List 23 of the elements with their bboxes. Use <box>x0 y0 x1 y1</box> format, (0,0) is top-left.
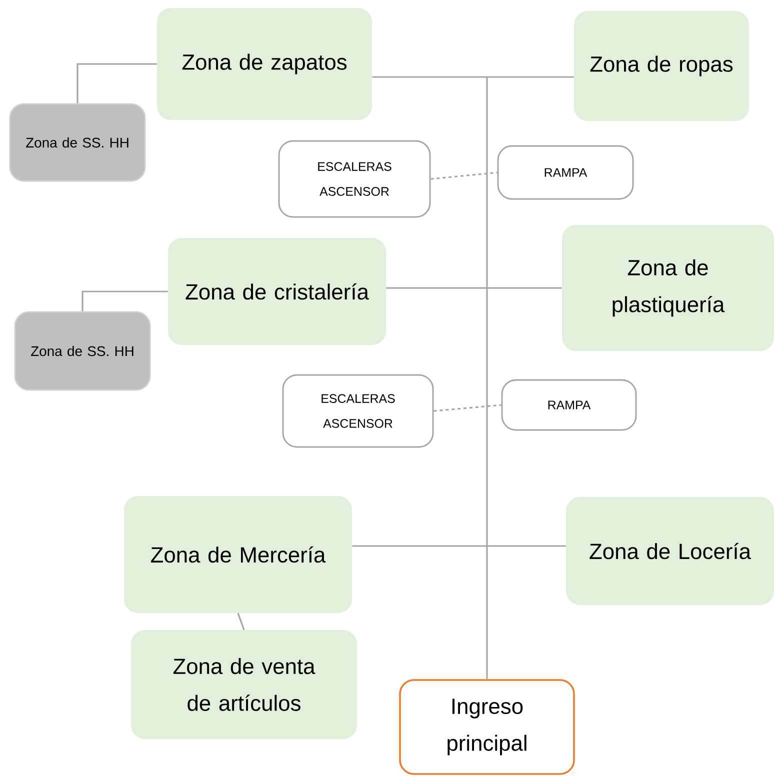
connector-line <box>352 545 566 547</box>
zone-box: Zona de cristalería <box>168 238 386 345</box>
zone-box: Zona de zapatos <box>157 8 372 120</box>
access-box: ESCALERAS ASCENSOR <box>282 374 434 448</box>
zone-box: Zona de Locería <box>566 497 774 605</box>
connector-line <box>82 290 168 312</box>
access-box: RAMPA <box>501 379 637 431</box>
entrance-box: Ingreso principal <box>399 679 575 775</box>
connector-line <box>486 77 488 680</box>
connector-line <box>372 76 574 78</box>
access-box: ESCALERAS ASCENSOR <box>278 140 431 218</box>
dashed-connector <box>430 172 498 180</box>
zone-box: Zona de plastiquería <box>562 225 774 351</box>
access-box: RAMPA <box>497 145 634 200</box>
restroom-box: Zona de SS. HH <box>14 311 151 391</box>
connector-line <box>386 287 562 289</box>
zone-box: Zona de Mercería <box>124 496 352 613</box>
connector-line <box>76 63 157 104</box>
zone-box: Zona de ropas <box>574 11 750 121</box>
restroom-box: Zona de SS. HH <box>9 103 146 182</box>
dashed-connector <box>434 404 502 412</box>
connector-line <box>237 612 245 630</box>
zone-box: Zona de venta de artículos <box>131 630 357 739</box>
